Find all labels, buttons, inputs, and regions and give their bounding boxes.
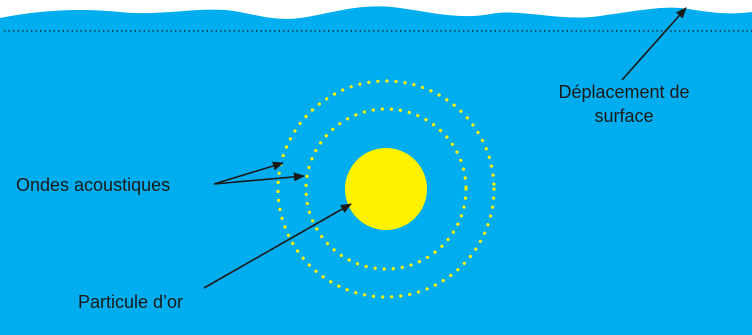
gold-particle-label: Particule d’or	[78, 292, 183, 312]
surface-displacement-label-line2: surface	[594, 106, 653, 126]
acoustic-waves-label: Ondes acoustiques	[16, 175, 170, 195]
surface-displacement-label-line1: Déplacement de	[558, 82, 689, 102]
gold-particle	[345, 148, 427, 230]
